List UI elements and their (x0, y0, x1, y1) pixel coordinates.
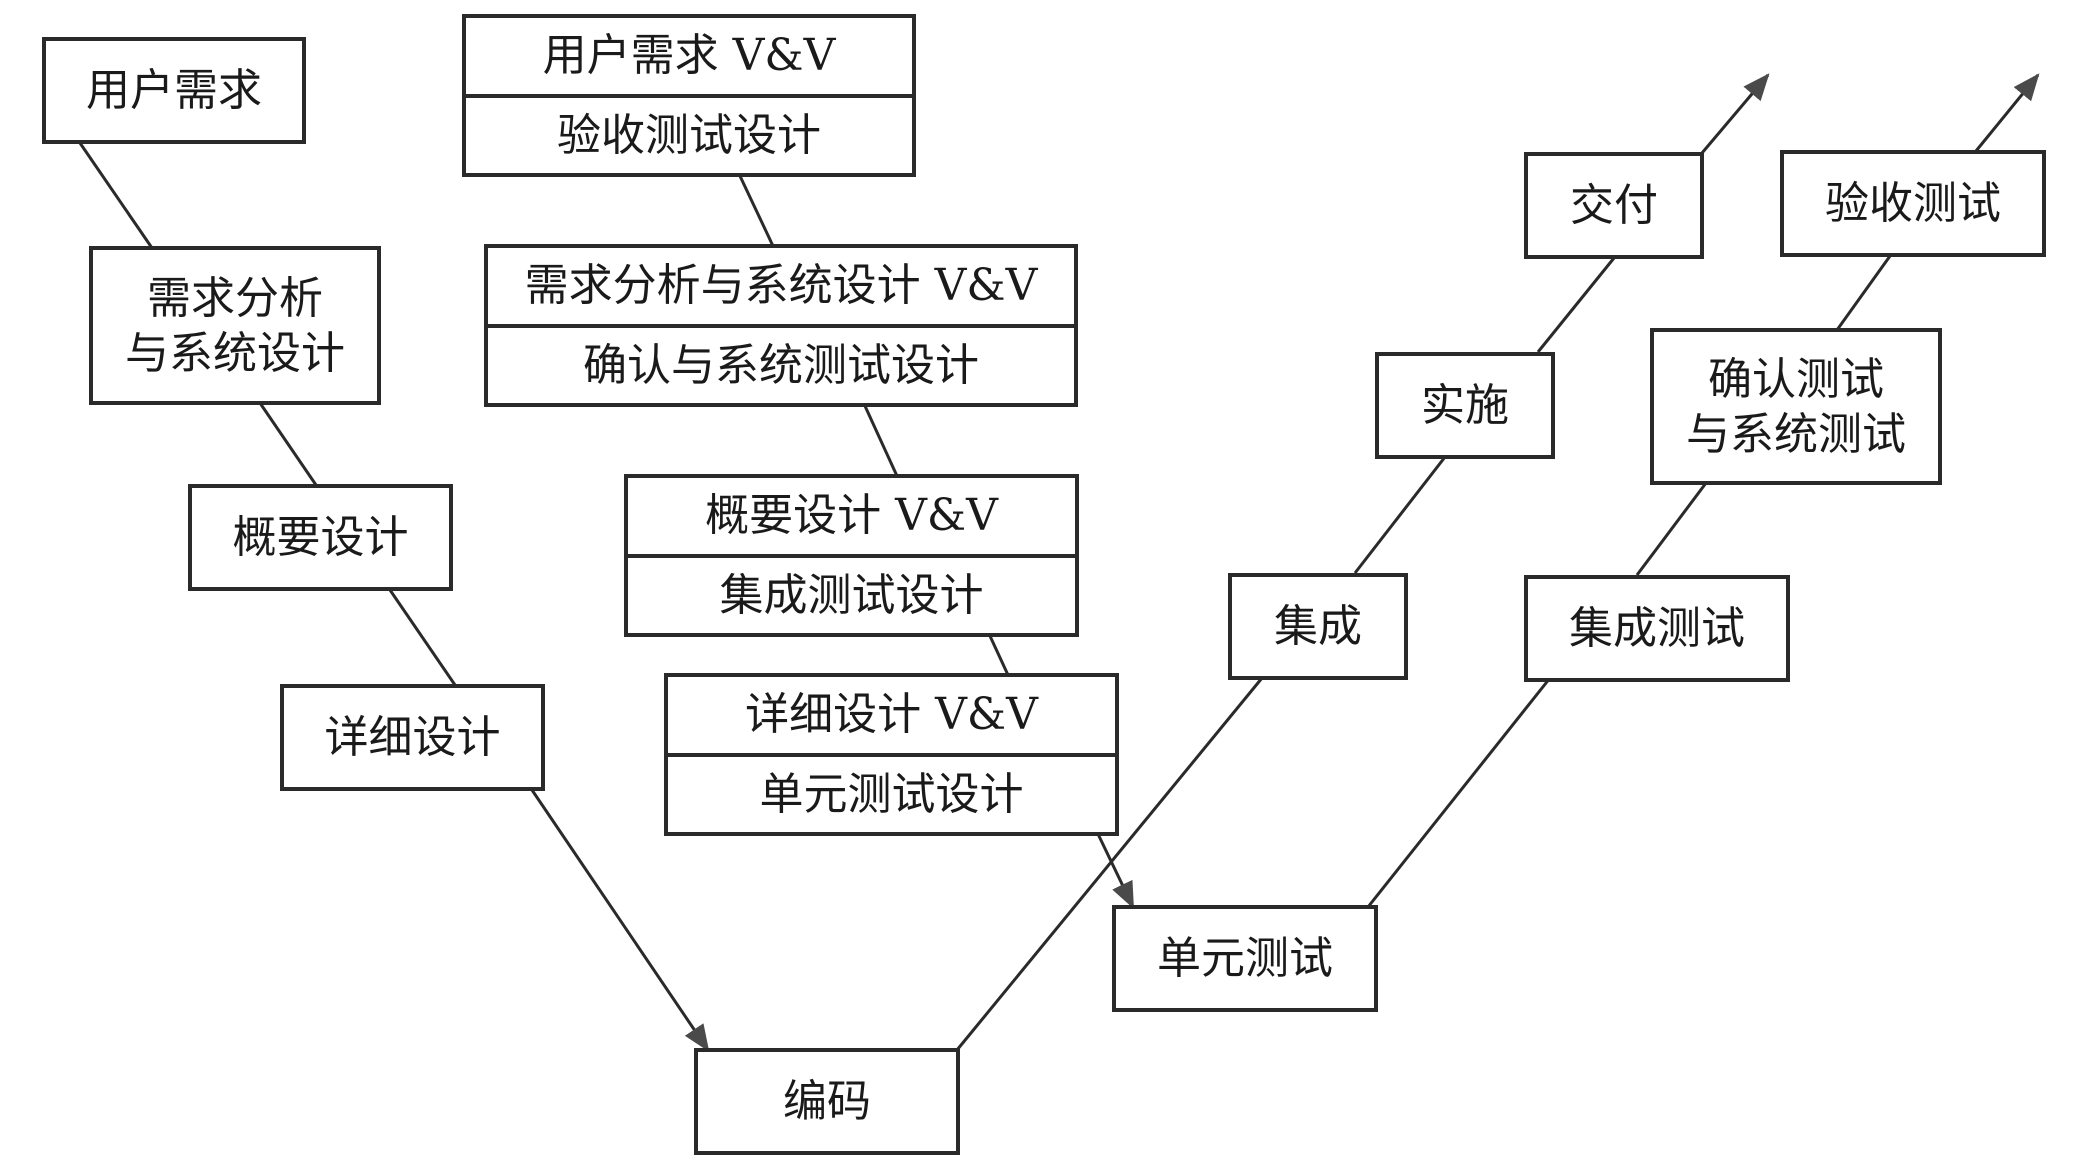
box-requirements-analysis: 需求分析 与系统设计 (89, 246, 381, 405)
label-validation-system-test: 确认测试 与系统测试 (1654, 332, 1938, 481)
arrow-vv4-to-unit-test (1096, 833, 1135, 910)
connector-integration-to-validation-test (1635, 482, 1708, 576)
connector-user-req-to-analysis (78, 142, 154, 249)
box-vv-requirements-analysis: 需求分析与系统设计 V&V 确认与系统测试设计 (484, 244, 1078, 407)
box-vv-detailed-design: 详细设计 V&V 单元测试设计 (664, 673, 1119, 836)
box-validation-system-test: 确认测试 与系统测试 (1650, 328, 1942, 485)
label-integration: 集成 (1274, 601, 1362, 652)
box-implementation: 实施 (1375, 352, 1555, 459)
label-integration-test: 集成测试 (1569, 603, 1745, 654)
connector-hld-to-dd (388, 589, 457, 686)
box-user-requirements: 用户需求 (42, 37, 306, 144)
arrow-delivery-out (1700, 73, 1770, 154)
box-vv-high-level-design: 概要设计 V&V 集成测试设计 (624, 474, 1079, 637)
label-detailed-design: 详细设计 (324, 712, 501, 763)
box-integration-test: 集成测试 (1524, 575, 1790, 682)
box-coding: 编码 (694, 1048, 960, 1155)
connector-vv2-to-vv3 (863, 405, 899, 477)
connector-integration-to-implementation (1353, 456, 1447, 574)
label-implementation: 实施 (1421, 380, 1509, 431)
connector-analysis-to-hld (258, 402, 318, 486)
label-unit-test: 单元测试 (1157, 933, 1333, 984)
vv-label: 用户需求 V&V (542, 30, 836, 82)
test-design-label: 集成测试设计 (628, 553, 1075, 634)
box-integration: 集成 (1228, 573, 1408, 680)
label-user-requirements: 用户需求 (86, 65, 262, 116)
arrow-dd-to-coding (530, 789, 710, 1052)
connector-coding-to-integration (955, 677, 1264, 1051)
box-acceptance-test: 验收测试 (1780, 150, 2046, 257)
box-high-level-design: 概要设计 (188, 484, 453, 591)
arrow-acceptance-out (1974, 73, 2040, 152)
label-line-1: 需求分析 (147, 272, 323, 324)
vv-label: 详细设计 V&V (745, 689, 1038, 741)
box-delivery: 交付 (1524, 152, 1704, 259)
label-delivery: 交付 (1570, 180, 1658, 231)
vv-label: 概要设计 V&V (705, 490, 998, 542)
connector-implementation-to-delivery (1536, 257, 1616, 353)
connector-vv3-to-vv4 (988, 635, 1010, 676)
label-high-level-design: 概要设计 (232, 512, 409, 563)
box-vv-user-requirements: 用户需求 V&V 验收测试设计 (462, 14, 916, 177)
connector-validation-to-acceptance-test (1835, 255, 1892, 331)
connector-vv1-to-vv2 (738, 175, 775, 247)
test-design-label: 确认与系统测试设计 (488, 323, 1074, 404)
box-detailed-design: 详细设计 (280, 684, 545, 791)
label-line-2: 与系统设计 (125, 327, 345, 379)
connector-unit-to-integration-test (1366, 677, 1552, 908)
vv-label: 需求分析与系统设计 V&V (524, 260, 1038, 312)
box-unit-test: 单元测试 (1112, 905, 1378, 1012)
label-coding: 编码 (783, 1076, 871, 1127)
label-line-1: 确认测试 (1708, 353, 1884, 405)
label-line-2: 与系统测试 (1686, 408, 1906, 460)
label-acceptance-test: 验收测试 (1825, 178, 2001, 229)
label-requirements-analysis: 需求分析 与系统设计 (93, 250, 377, 401)
test-design-label: 验收测试设计 (466, 93, 912, 174)
test-design-label: 单元测试设计 (668, 752, 1115, 833)
